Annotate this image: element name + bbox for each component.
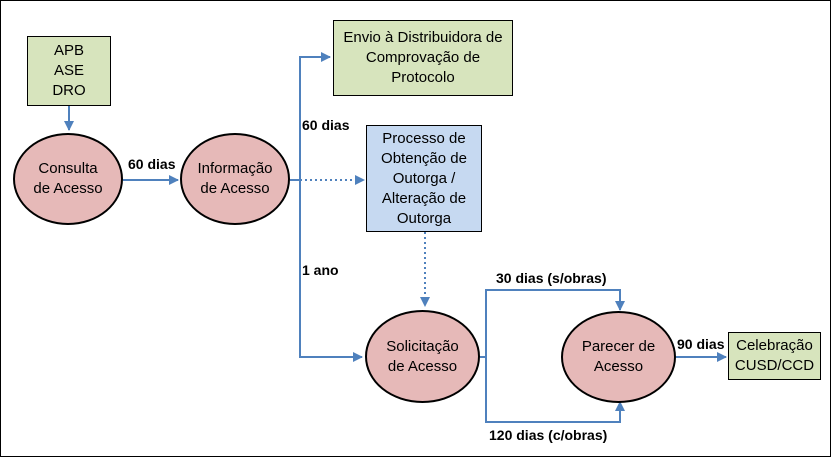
processo-outorga-box: Processo de Obtenção de Outorga / Altera… [366,125,482,232]
consulta-acesso-node: Consulta de Acesso [13,133,123,225]
label-60-dias-consulta: 60 dias [128,156,176,172]
arrow-to-envio [299,52,331,180]
arrow-to-solicitacao [299,180,363,362]
solicitacao-acesso-node: Solicitação de Acesso [365,310,480,403]
label-60-dias-envio: 60 dias [302,117,350,133]
informacao-acesso-node: Informação de Acesso [180,133,290,225]
label-120-dias-com-obras: 120 dias (c/obras) [489,427,608,443]
label-1-ano: 1 ano [302,262,339,278]
label-90-dias: 90 dias [677,336,725,352]
arrow-com-obras [485,357,625,423]
envio-distribuidora-box: Envio à Distribuidora de Comprovação de … [333,20,513,96]
label-30-dias-sem-obras: 30 dias (s/obras) [496,270,607,286]
celebracao-box: Celebração CUSD/CCD [728,332,821,380]
parecer-acesso-node: Parecer de Acesso [561,311,676,403]
apb-ase-dro-box: APB ASE DRO [27,36,111,106]
arrow-sem-obras [485,289,625,357]
